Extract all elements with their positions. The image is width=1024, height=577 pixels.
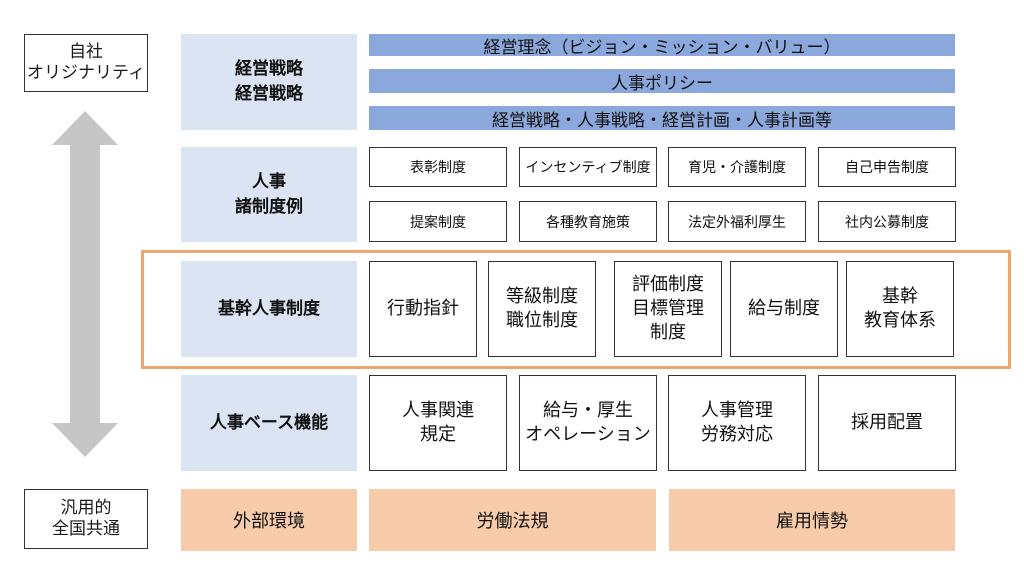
environment-item-labor-law: 労働法規 bbox=[369, 489, 656, 551]
axis-top-label: 自社 オリジナリティ bbox=[24, 34, 148, 92]
core-item: 評価制度 目標管理 制度 bbox=[614, 261, 722, 357]
strategy-header: 経営戦略 経営戦略 bbox=[181, 34, 357, 130]
core-header: 基幹人事制度 bbox=[181, 261, 357, 357]
environment-header: 外部環境 bbox=[181, 489, 357, 551]
core-item: 基幹 教育体系 bbox=[846, 261, 954, 357]
strategy-band-plans: 経営戦略・人事戦略・経営計画・人事計画等 bbox=[369, 106, 955, 131]
hr-system-item: 育児・介護制度 bbox=[668, 147, 806, 187]
base-item: 給与・厚生 オペレーション bbox=[519, 375, 657, 471]
base-item: 人事関連 規定 bbox=[369, 375, 507, 471]
hr-system-item: 法定外福利厚生 bbox=[668, 201, 806, 242]
hr-system-item: インセンティブ制度 bbox=[519, 147, 657, 187]
strategy-band-policy: 人事ポリシー bbox=[369, 69, 955, 94]
hr-systems-header: 人事 諸制度例 bbox=[181, 147, 357, 242]
core-item: 行動指針 bbox=[369, 261, 477, 357]
core-item: 給与制度 bbox=[730, 261, 838, 357]
hr-system-item: 社内公募制度 bbox=[818, 201, 956, 242]
base-header: 人事ベース機能 bbox=[181, 375, 357, 471]
strategy-band-philosophy: 経営理念（ビジョン・ミッション・バリュー） bbox=[369, 34, 955, 58]
hr-system-item: 自己申告制度 bbox=[818, 147, 956, 187]
hr-system-item: 各種教育施策 bbox=[519, 201, 657, 242]
axis-bottom-label: 汎用的 全国共通 bbox=[24, 489, 148, 549]
environment-item-employment: 雇用情勢 bbox=[669, 489, 955, 551]
double-arrow-vertical-icon bbox=[52, 111, 118, 457]
core-highlight-frame bbox=[141, 250, 1011, 369]
hr-system-item: 提案制度 bbox=[369, 201, 507, 242]
core-item: 等級制度 職位制度 bbox=[488, 261, 596, 357]
hr-system-item: 表彰制度 bbox=[369, 147, 507, 187]
base-item: 採用配置 bbox=[818, 375, 956, 471]
base-item: 人事管理 労務対応 bbox=[668, 375, 806, 471]
